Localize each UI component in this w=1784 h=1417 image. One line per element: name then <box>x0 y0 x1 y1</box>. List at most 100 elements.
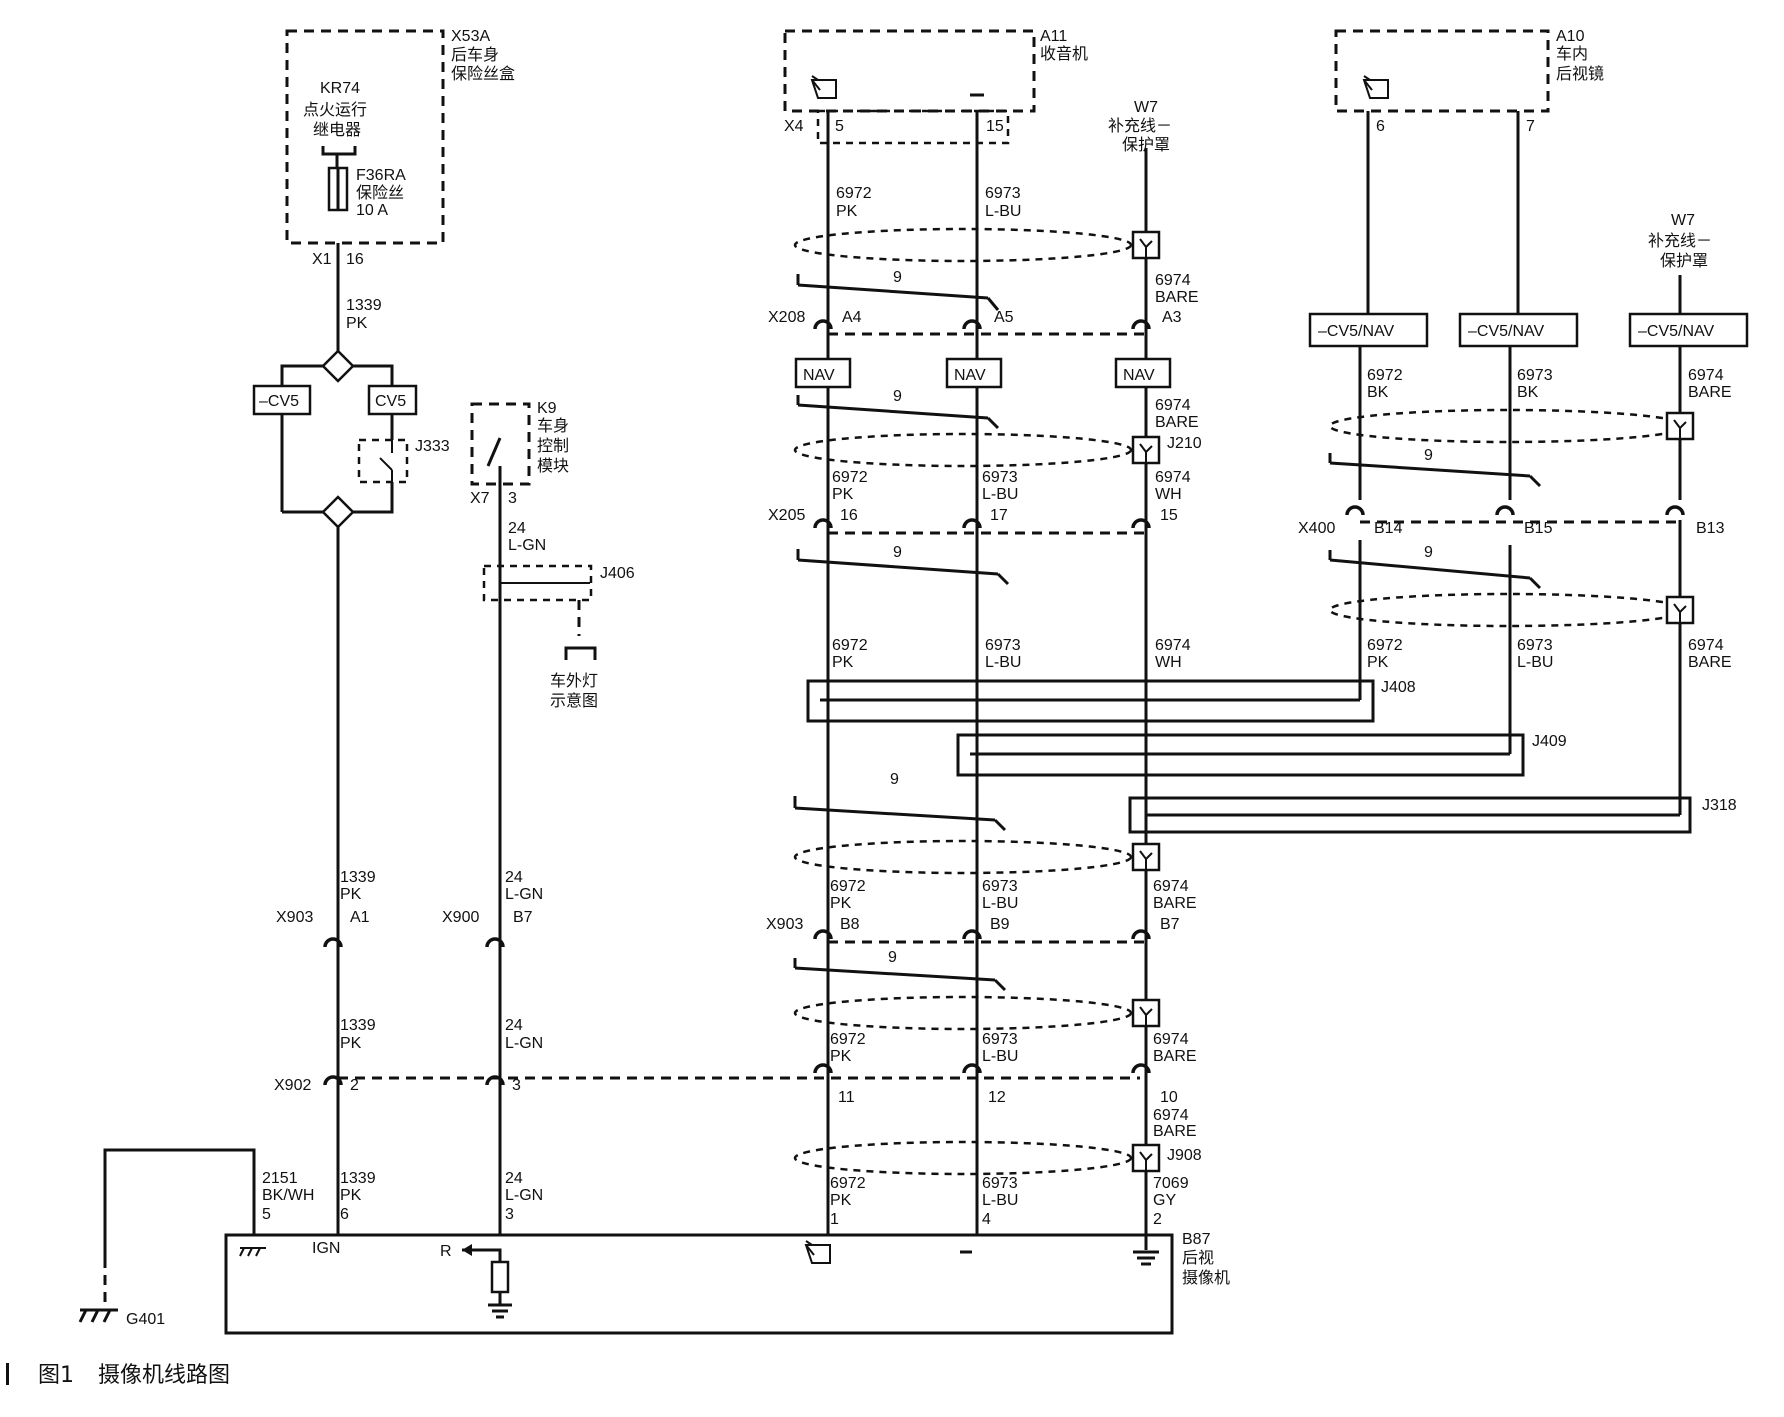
wire-1339-num-3: 1339 <box>340 1017 376 1034</box>
w6974-num-7: 6974 <box>1153 1107 1189 1124</box>
wire-24-color-2: L-GN <box>505 886 543 903</box>
x53a-id: X53A <box>451 28 490 45</box>
j318-label: J318 <box>1702 797 1737 814</box>
f36ra-id: F36RA <box>356 167 406 184</box>
w6974-color-3: WH <box>1155 486 1182 503</box>
w6974-color-5: BARE <box>1153 895 1197 912</box>
wire-24-color-1: L-GN <box>508 537 546 554</box>
cv5nav-label-3: –CV5/NAV <box>1638 323 1715 340</box>
wire-1339-num-2: 1339 <box>340 869 376 886</box>
x903-left-pin: A1 <box>350 909 370 926</box>
w6974-num-6: 6974 <box>1153 1031 1189 1048</box>
nav-label-1: NAV <box>803 367 835 384</box>
j406-label: J406 <box>600 565 635 582</box>
r-w6972-num: 6972 <box>1367 637 1403 654</box>
w6973-num-6: 6973 <box>982 1175 1018 1192</box>
figure-title: 摄像机线路图 <box>98 1363 230 1388</box>
kr74-name2: 继电器 <box>313 120 361 139</box>
x400-pin-a: B14 <box>1374 520 1403 537</box>
wire-1339-color-top: PK <box>346 315 368 332</box>
w7-top-name1: 补充线－ <box>1108 116 1172 135</box>
x1-pin: 16 <box>346 251 364 268</box>
r-w6973-num: 6973 <box>1517 637 1553 654</box>
a10-pin-b: 7 <box>1526 118 1535 135</box>
w6974-num-5: 6974 <box>1153 878 1189 895</box>
w6974-color-6: BARE <box>1153 1048 1197 1065</box>
w6972-num-6: 6972 <box>830 1175 866 1192</box>
w7-right-name2: 保护罩 <box>1660 251 1708 270</box>
w6972-num-5: 6972 <box>830 1031 866 1048</box>
j333-label: J333 <box>415 438 450 455</box>
twist-count-2: 9 <box>893 388 902 405</box>
j210-label: J210 <box>1167 435 1202 452</box>
twist-count-4: 9 <box>890 771 899 788</box>
x902-pin-b: 3 <box>512 1077 521 1094</box>
resistor-icon <box>490 1260 510 1294</box>
ext-light-name1: 车外灯 <box>550 671 598 690</box>
w6972-color-1: PK <box>836 203 858 220</box>
w6974-color-1: BARE <box>1155 289 1199 306</box>
a10-w6973-color: BK <box>1517 384 1539 401</box>
w7-right-id: W7 <box>1671 212 1695 229</box>
w6973-color-5: L-BU <box>982 1048 1018 1065</box>
f36ra-rating: 10 A <box>356 202 388 219</box>
j409-label: J409 <box>1532 733 1567 750</box>
w6972-num-1: 6972 <box>836 185 872 202</box>
x903-right-label: X903 <box>766 916 803 933</box>
x902-pin-e: 10 <box>1160 1089 1178 1106</box>
j409-splice <box>956 733 1525 777</box>
w6972-color-5: PK <box>830 1048 852 1065</box>
shield-ellipse-5 <box>793 995 1133 1031</box>
shield-ellipse-1 <box>793 227 1133 263</box>
nav-label-3: NAV <box>1123 367 1155 384</box>
chassis-ground-icon <box>239 1247 266 1257</box>
k9-id: K9 <box>537 400 557 417</box>
x4-pin-b: 15 <box>986 118 1004 135</box>
b87-pin-b: 4 <box>982 1211 991 1228</box>
r-w6972-color: PK <box>1367 654 1389 671</box>
option-cv5-neg-label: –CV5 <box>259 393 299 410</box>
x4-pin-a: 5 <box>835 118 844 135</box>
figure-number: 图1 <box>38 1363 74 1388</box>
twist-count-5: 9 <box>888 949 897 966</box>
caption-marker <box>6 1363 9 1385</box>
a10-mirror-outline <box>1334 29 1550 113</box>
a10-w6973-num: 6973 <box>1517 367 1553 384</box>
g401-label: G401 <box>126 1311 165 1328</box>
x902-pin-a: 2 <box>350 1077 359 1094</box>
a11-name: 收音机 <box>1040 44 1088 63</box>
a10-w6972-color: BK <box>1367 384 1389 401</box>
b87-name2: 摄像机 <box>1182 1268 1230 1287</box>
a11-radio-outline <box>783 29 1036 113</box>
a10-w6972-num: 6972 <box>1367 367 1403 384</box>
wire-1339-num-top: 1339 <box>346 297 382 314</box>
w6974-color-4: WH <box>1155 654 1182 671</box>
x903-left-label: X903 <box>276 909 313 926</box>
b87-r-pin: 3 <box>505 1206 514 1223</box>
x902-label: X902 <box>274 1077 311 1094</box>
b87-camera-outline <box>224 1233 1174 1335</box>
r-w6974-color: BARE <box>1688 654 1732 671</box>
b87-ign-label: IGN <box>312 1240 340 1257</box>
shield-ellipse-r1 <box>1328 408 1688 444</box>
cv5nav-box-3 <box>1628 312 1749 348</box>
cv5nav-box-1 <box>1308 312 1429 348</box>
w7-right-name1: 补充线－ <box>1648 231 1712 250</box>
x53a-name1: 后车身 <box>451 45 499 64</box>
shield-ellipse-r2 <box>1328 592 1688 628</box>
wire-24-num-2: 24 <box>505 869 523 886</box>
x1-connector-label: X1 <box>312 251 332 268</box>
option-cv5-box <box>367 384 418 416</box>
w6973-color-2: L-BU <box>982 486 1018 503</box>
twist-count-r1: 9 <box>1424 447 1433 464</box>
wire-2151-color: BK/WH <box>262 1187 314 1204</box>
x208-label: X208 <box>768 309 805 326</box>
wire-24-num-3: 24 <box>505 1017 523 1034</box>
x7-pin: 3 <box>508 490 517 507</box>
w6974-num-4: 6974 <box>1155 637 1191 654</box>
shield-ellipse-2 <box>793 432 1133 468</box>
x400-label: X400 <box>1298 520 1335 537</box>
nav-box-2 <box>945 357 1003 389</box>
a10-name1: 车内 <box>1556 44 1588 63</box>
